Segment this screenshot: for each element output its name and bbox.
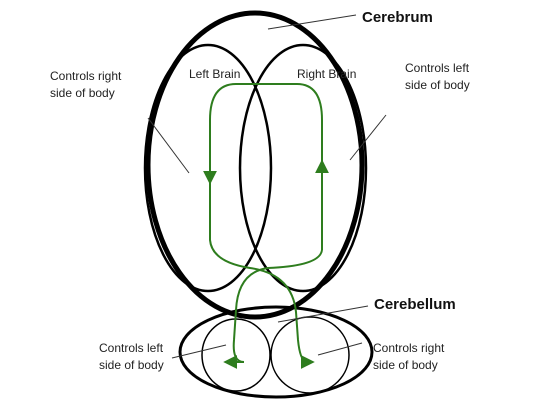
cerebrum-left-note-line1: Controls right bbox=[50, 69, 122, 83]
cerebrum-left-note-leader bbox=[147, 117, 190, 174]
cerebrum-label: Cerebrum bbox=[362, 9, 433, 26]
cerebellum-right-note-leader bbox=[317, 342, 363, 356]
cerebellum-left-lobe bbox=[201, 318, 271, 392]
right-brain-label: Right Brain bbox=[297, 67, 356, 81]
cerebellum-outline bbox=[178, 305, 374, 399]
cerebellum-left-note-line2: side of body bbox=[99, 358, 164, 372]
left-pathway-arrow bbox=[203, 83, 297, 185]
cerebellum-right-note-line2: side of body bbox=[373, 358, 438, 372]
cerebellum-left-note-leader bbox=[171, 344, 227, 359]
cerebellum-left-note-line1: Controls left bbox=[99, 341, 164, 355]
left-hemisphere bbox=[143, 43, 273, 293]
right-pathway-arrow bbox=[296, 83, 323, 250]
right-hemisphere bbox=[238, 43, 368, 293]
cerebellum-leader-line bbox=[277, 305, 369, 323]
cerebrum-right-note-leader bbox=[349, 114, 387, 161]
left-hemisphere-descending-tract bbox=[209, 182, 315, 369]
cerebrum-left-note-line2: side of body bbox=[50, 86, 115, 100]
cerebrum-outline bbox=[145, 10, 365, 320]
cerebellum-right-lobe bbox=[270, 316, 350, 394]
cerebrum-right-note-line2: side of body bbox=[405, 78, 470, 92]
cerebellum-right-note-line1: Controls right bbox=[373, 341, 445, 355]
left-brain-label: Left Brain bbox=[189, 67, 240, 81]
cerebrum-right-note-line1: Controls left bbox=[405, 61, 470, 75]
cerebellum-label: Cerebellum bbox=[374, 296, 456, 313]
cerebrum-leader-line bbox=[267, 14, 357, 30]
